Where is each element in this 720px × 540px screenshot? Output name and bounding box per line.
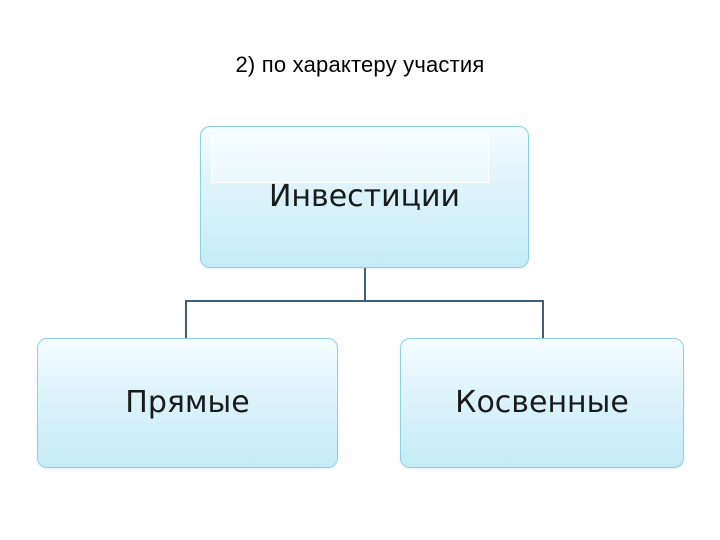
node-direct-label: Прямые [125, 385, 250, 420]
node-direct: Прямые [37, 338, 338, 468]
node-investments: Инвестиции [200, 126, 529, 268]
node-investments-label: Инвестиции [268, 179, 461, 214]
slide-title: 2) по характеру участия [235, 52, 485, 77]
node-indirect-label: Косвенные [455, 385, 629, 420]
node-indirect: Косвенные [400, 338, 684, 468]
root-highlight [211, 135, 489, 183]
